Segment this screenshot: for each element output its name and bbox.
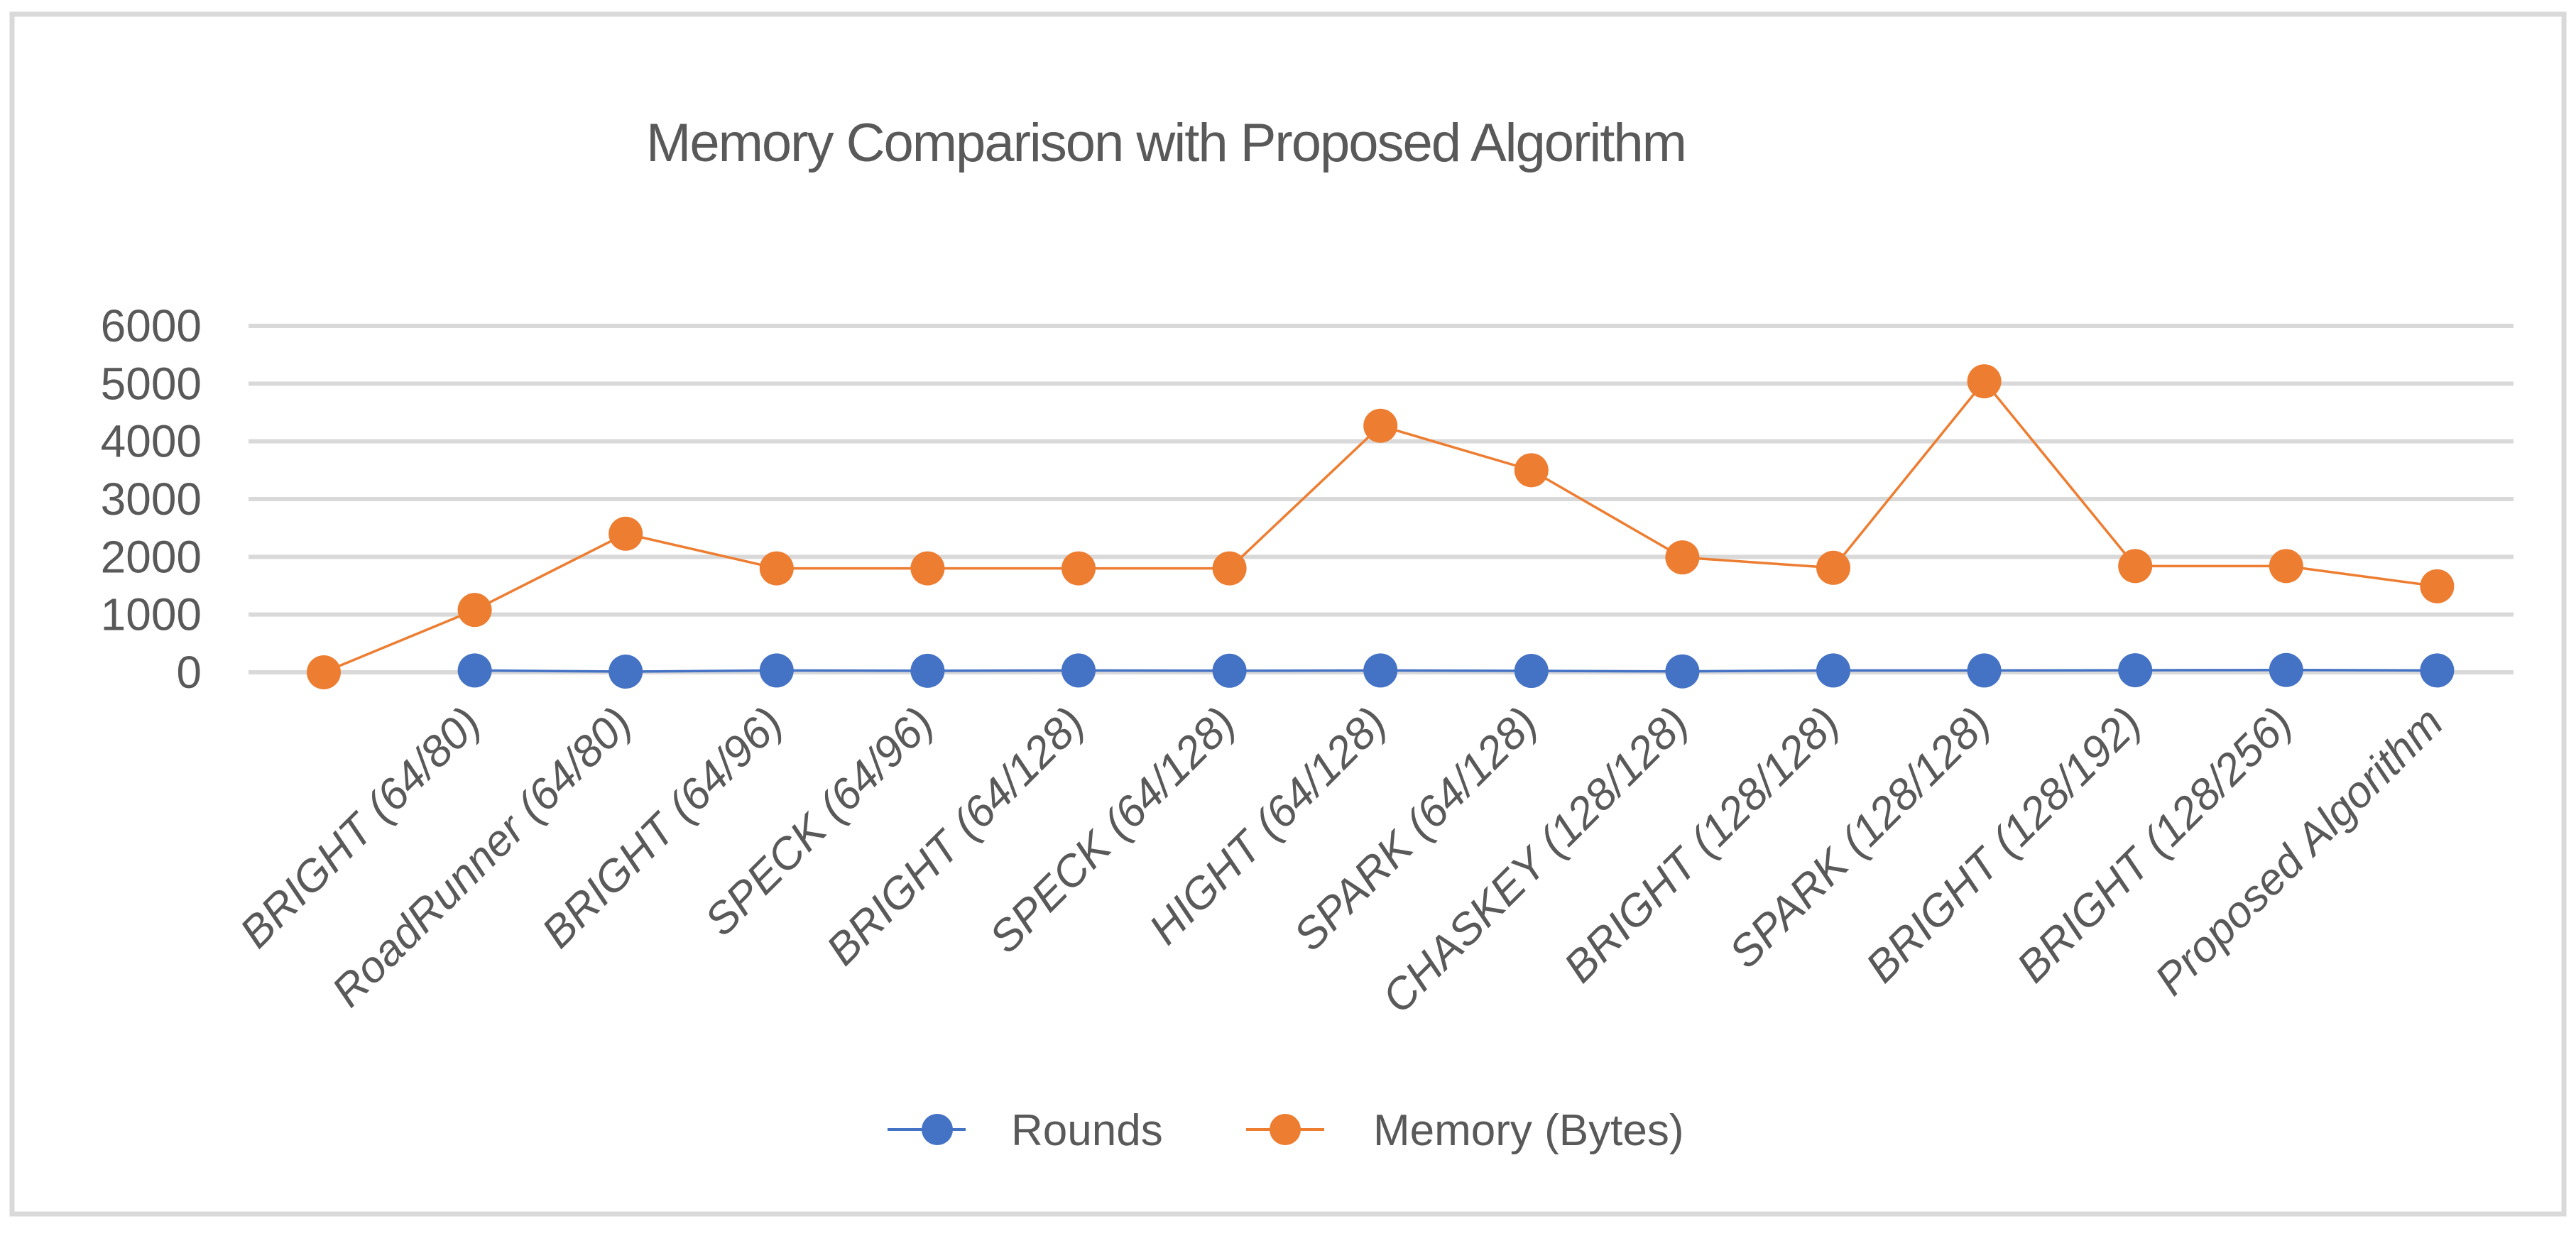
data-point-rounds bbox=[457, 653, 492, 688]
legend-markers bbox=[888, 1114, 1324, 1145]
y-axis-tick-label: 6000 bbox=[101, 300, 202, 351]
x-axis-category-label: Proposed Algorithm bbox=[2146, 698, 2452, 1005]
data-point-rounds bbox=[1665, 654, 1700, 689]
data-point-memory bbox=[1363, 408, 1398, 443]
chart-title: Memory Comparison with Proposed Algorith… bbox=[646, 113, 1686, 173]
x-axis-category-label: BRIGHT (128/256) bbox=[2007, 698, 2301, 992]
y-axis-tick-label: 5000 bbox=[101, 358, 202, 409]
data-point-memory bbox=[1061, 551, 1096, 586]
y-axis-tick-label: 3000 bbox=[101, 474, 202, 525]
legend-marker-rounds-icon bbox=[922, 1114, 953, 1145]
data-point-rounds bbox=[1061, 653, 1096, 688]
legend-label-memory-bytes: Memory (Bytes) bbox=[1373, 1106, 1683, 1155]
x-axis-category-label: CHASKEY (128/128) bbox=[1373, 698, 1698, 1022]
legend: Rounds Memory (Bytes) bbox=[888, 1106, 1683, 1155]
data-point-memory bbox=[759, 551, 794, 586]
y-axis-tick-label: 4000 bbox=[101, 416, 202, 467]
data-point-memory bbox=[307, 655, 341, 689]
data-point-rounds bbox=[1212, 653, 1247, 688]
data-point-memory bbox=[1665, 540, 1700, 575]
x-axis-category-label: BRIGHT (128/192) bbox=[1857, 698, 2151, 992]
x-axis-category-label: RoadRunner (64/80) bbox=[323, 698, 641, 1016]
data-point-rounds bbox=[759, 653, 794, 688]
data-point-rounds bbox=[910, 653, 945, 688]
data-point-memory bbox=[1212, 551, 1247, 586]
legend-label-rounds: Rounds bbox=[1011, 1106, 1163, 1155]
data-point-memory bbox=[457, 593, 492, 628]
legend-marker-memory-icon bbox=[1270, 1114, 1301, 1145]
data-point-rounds bbox=[1363, 653, 1398, 688]
data-point-memory bbox=[1514, 453, 1549, 488]
series-line-rounds bbox=[474, 668, 2438, 673]
x-axis-category-label: BRIGHT (128/128) bbox=[1555, 698, 1849, 992]
data-point-memory bbox=[910, 551, 945, 586]
y-axis-tick-label: 1000 bbox=[101, 589, 202, 640]
data-point-memory bbox=[1816, 550, 1850, 585]
data-point-rounds bbox=[2420, 653, 2455, 688]
data-point-memory bbox=[608, 516, 643, 551]
x-axis-category-label: BRIGHT (64/128) bbox=[817, 698, 1094, 975]
data-point-rounds bbox=[1514, 654, 1549, 689]
data-point-rounds bbox=[2118, 653, 2153, 688]
y-axis-tick-label: 2000 bbox=[101, 531, 202, 582]
y-axis-tick-label: 0 bbox=[176, 647, 202, 698]
data-point-memory bbox=[2420, 569, 2455, 603]
data-point-rounds bbox=[2269, 652, 2303, 687]
data-point-rounds bbox=[1816, 653, 1850, 688]
data-point-memory bbox=[1967, 364, 2002, 399]
data-point-memory bbox=[2118, 549, 2153, 584]
data-point-rounds bbox=[1967, 653, 2002, 688]
chart-border-frame bbox=[9, 11, 2567, 1217]
data-point-memory bbox=[2269, 549, 2303, 584]
x-axis-category-label: SPARK (128/128) bbox=[1720, 698, 1999, 978]
data-point-rounds bbox=[608, 655, 643, 689]
